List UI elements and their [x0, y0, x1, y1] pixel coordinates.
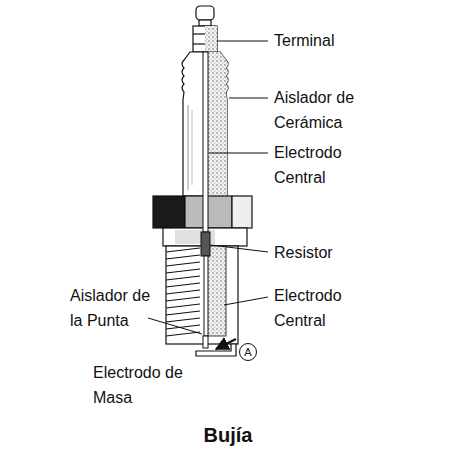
part-label: Aislador de la Punta: [70, 283, 160, 333]
leader-lines: [148, 41, 268, 349]
center-electrode-shape: [201, 52, 210, 348]
part-label: Aislador de Cerámica: [274, 85, 404, 135]
part-label: Terminal: [274, 28, 424, 53]
ground-electrode-shape: [196, 344, 236, 356]
callout-letter: A: [239, 343, 257, 361]
part-label: Resistor: [274, 240, 424, 265]
part-label: Electrodo de Masa: [93, 360, 193, 410]
part-label: Electrodo Central: [274, 283, 366, 333]
resistor-symbol: [201, 232, 210, 256]
terminal-shape: [193, 6, 217, 52]
part-label: Electrodo Central: [274, 140, 374, 190]
caption: Bujía: [128, 422, 328, 448]
